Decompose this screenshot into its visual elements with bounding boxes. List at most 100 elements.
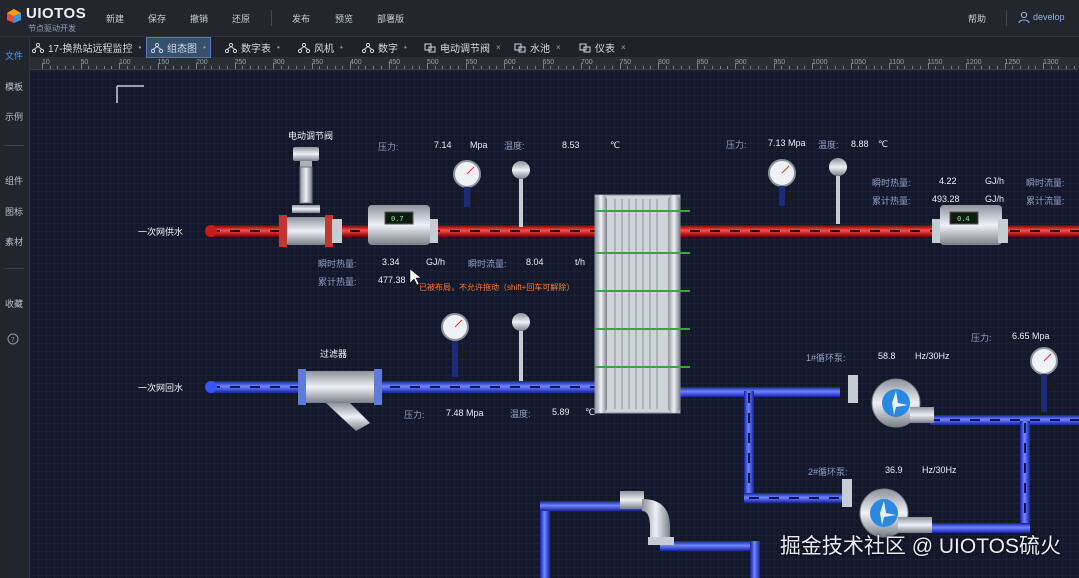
ruler-tick bbox=[527, 66, 529, 69]
tab-close-icon[interactable]: • bbox=[340, 43, 343, 52]
meter-display-left: 0.7 bbox=[391, 215, 404, 223]
return-label: 一次网回水 bbox=[138, 383, 184, 393]
ruler-label: 650 bbox=[542, 59, 555, 66]
sidebar-item-icon[interactable]: 图标 bbox=[4, 207, 23, 217]
ruler-tick bbox=[804, 66, 806, 69]
save-button[interactable]: 保存 bbox=[148, 14, 167, 24]
strainer-filter[interactable] bbox=[298, 369, 382, 431]
ruler-tick bbox=[1004, 63, 1006, 69]
tab-close-icon[interactable]: • bbox=[203, 43, 206, 52]
ruler-tick bbox=[519, 66, 521, 69]
tab-label: 风机 bbox=[314, 44, 334, 55]
ruler-tick bbox=[280, 66, 282, 69]
tab-close-icon[interactable]: × bbox=[496, 43, 501, 52]
publish-button[interactable]: 发布 bbox=[292, 14, 311, 24]
pressure-gauge-icon bbox=[768, 159, 796, 206]
heat-label: 瞬时热量: bbox=[318, 259, 357, 269]
new-button[interactable]: 新建 bbox=[106, 14, 125, 24]
sidebar-item-favorite[interactable]: 收藏 bbox=[4, 299, 23, 309]
tab-digit[interactable]: 数字 • bbox=[362, 37, 407, 58]
user-icon[interactable] bbox=[1018, 11, 1030, 23]
plate-heat-exchanger[interactable] bbox=[594, 194, 690, 414]
tab-fan[interactable]: 风机 • bbox=[298, 37, 343, 58]
ruler-tick bbox=[958, 66, 960, 69]
ruler-tick bbox=[996, 66, 998, 69]
ruler-tick bbox=[1012, 66, 1014, 69]
ruler-label: 950 bbox=[773, 59, 786, 66]
ruler-tick bbox=[350, 63, 351, 69]
ruler-tick bbox=[511, 66, 513, 69]
pressure-unit: Mpa bbox=[470, 140, 488, 150]
ruler-label: 350 bbox=[311, 59, 324, 66]
ruler-tick bbox=[465, 63, 467, 69]
sidebar-item-example[interactable]: 示例 bbox=[4, 112, 23, 122]
undo-button[interactable]: 撤销 bbox=[190, 14, 209, 24]
pump2-label: 2#循环泵: bbox=[808, 467, 848, 477]
ruler-label: 400 bbox=[350, 59, 362, 66]
ruler-tick bbox=[673, 66, 675, 69]
ruler-label: 10 bbox=[42, 59, 50, 66]
tab-valve[interactable]: 电动调节阀 × bbox=[424, 37, 501, 58]
tab-monitor[interactable]: 17-换热站远程监控 • bbox=[32, 37, 141, 58]
ruler-tick bbox=[611, 66, 613, 69]
sidebar-divider bbox=[4, 268, 24, 269]
temperature-unit: ℃ bbox=[585, 407, 596, 417]
tab-pool[interactable]: 水池 × bbox=[514, 37, 561, 58]
heat-unit: GJ/h bbox=[426, 257, 446, 267]
pipe-elbow bbox=[620, 491, 674, 545]
ruler-tick bbox=[773, 63, 775, 69]
tab-close-icon[interactable]: × bbox=[556, 43, 561, 52]
flow-value: 8.04 bbox=[526, 257, 544, 267]
help-circle-icon[interactable]: ? bbox=[7, 333, 19, 345]
tree-icon bbox=[362, 42, 374, 53]
heat-meter-right[interactable] bbox=[932, 205, 1008, 245]
help-button[interactable]: 帮助 bbox=[968, 14, 987, 24]
ruler-tick bbox=[249, 66, 251, 69]
tab-label: 17-换热站远程监控 bbox=[48, 44, 133, 55]
meter-display-right: 0.4 bbox=[957, 215, 970, 223]
circulation-pump-1[interactable] bbox=[848, 375, 934, 428]
brand-name: UIOTOS bbox=[26, 5, 87, 22]
tab-diagram[interactable]: 组态图 • bbox=[146, 37, 211, 58]
heat-value: 4.22 bbox=[939, 176, 957, 186]
ruler-tick bbox=[842, 66, 844, 69]
ruler-tick bbox=[627, 66, 629, 69]
tab-close-icon[interactable]: • bbox=[138, 43, 142, 52]
tab-label: 数字 bbox=[378, 44, 398, 55]
ruler-tick bbox=[565, 66, 567, 69]
pressure-gauge-icon bbox=[453, 160, 481, 207]
ruler-label: 900 bbox=[735, 59, 747, 66]
logo: UIOTOS 节点驱动开发 bbox=[6, 5, 96, 33]
tab-close-icon[interactable]: • bbox=[404, 43, 407, 52]
preview-button[interactable]: 预览 bbox=[335, 14, 354, 24]
ruler-label: 1200 bbox=[966, 59, 982, 66]
sidebar-item-file[interactable]: 文件 bbox=[4, 51, 23, 61]
ruler-label: 1150 bbox=[927, 59, 943, 66]
circulation-pump-2[interactable] bbox=[842, 479, 932, 538]
tab-close-icon[interactable]: • bbox=[277, 43, 280, 52]
ruler-tick bbox=[504, 63, 505, 69]
heat-unit: GJ/h bbox=[985, 176, 1005, 186]
watermark: 掘金技术社区 @ UIOTOS硫火 bbox=[779, 535, 1061, 558]
tab-digital-meter[interactable]: 数字表 • bbox=[225, 37, 280, 58]
redo-button[interactable]: 还原 bbox=[232, 14, 251, 24]
sidebar-item-material[interactable]: 素材 bbox=[4, 237, 23, 247]
ruler-tick bbox=[157, 63, 159, 69]
sidebar-item-template[interactable]: 模板 bbox=[4, 82, 23, 92]
ruler-tick bbox=[650, 66, 652, 69]
heat-meter-left[interactable] bbox=[368, 205, 430, 245]
ruler-tick bbox=[296, 66, 298, 69]
sidebar-item-component[interactable]: 组件 bbox=[4, 176, 23, 186]
tab-close-icon[interactable]: × bbox=[621, 43, 626, 52]
pressure-gauge-icon bbox=[1030, 347, 1058, 412]
deploy-button[interactable]: 部署版 bbox=[377, 14, 405, 24]
top-toolbar: UIOTOS 节点驱动开发 新建 保存 撤销 还原 发布 预览 部署版 帮助 d… bbox=[0, 0, 1079, 37]
tab-gauge[interactable]: 仪表 × bbox=[579, 37, 626, 58]
electric-valve[interactable] bbox=[279, 147, 333, 247]
tab-label: 仪表 bbox=[595, 44, 615, 55]
ruler-tick bbox=[411, 66, 413, 69]
ruler-tick bbox=[303, 66, 305, 69]
user-name[interactable]: develop bbox=[1033, 12, 1065, 22]
design-canvas[interactable]: 0.7 bbox=[30, 71, 1079, 578]
ruler-tick bbox=[196, 63, 197, 69]
